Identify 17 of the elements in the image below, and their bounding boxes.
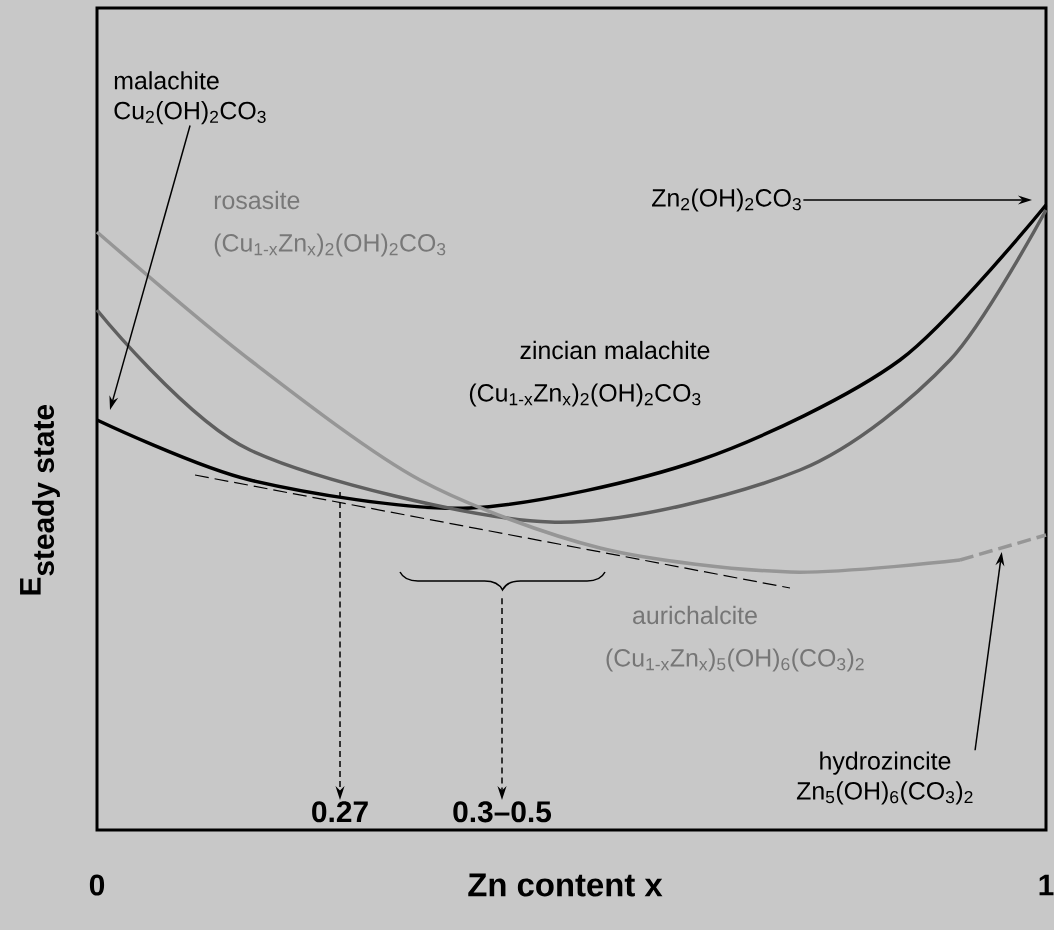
formula-label: (Cu$_{1-x}$Zn$_{x}$)$_{5}$(OH)$_{6}$(CO$_{3}$)$_{2}$ [606,648,864,672]
curve-label: rosasite [214,190,300,210]
curve-label: hydrozincite Zn$_{5}$(OH)$_{6}$(CO$_{3}$)$_{2}$ [796,751,973,805]
brace [399,571,606,591]
curve-label: aurichalcite [633,605,757,625]
axis-title: $\mathbf{E}_{\textbf{steady state}}$ [20,404,60,595]
curve-label: malachite Cu$_{2}$(OH)$_{2}$CO$_{3}$ [114,71,266,125]
curve-label: 0.3–0.5 [453,801,552,823]
formula-label: (Cu$_{1-x}$Zn$_{x}$)$_{2}$(OH)$_{2}$CO$_{3}$ [469,383,701,407]
dashed-curve [959,533,1047,562]
curve-label: zincian malachite [520,340,710,360]
tick-label: 0 [89,874,105,896]
curve-label: 0.27 [312,801,368,823]
formula-label: (Cu$_{1-x}$Zn$_{x}$)$_{2}$(OH)$_{2}$CO$_{3}$ [214,233,446,257]
tick-label: 1 [1039,874,1054,896]
axis-title: Zn content x [468,873,663,897]
curve-label: Zn$_{2}$(OH)$_{2}$CO$_{3}$ [652,188,801,212]
